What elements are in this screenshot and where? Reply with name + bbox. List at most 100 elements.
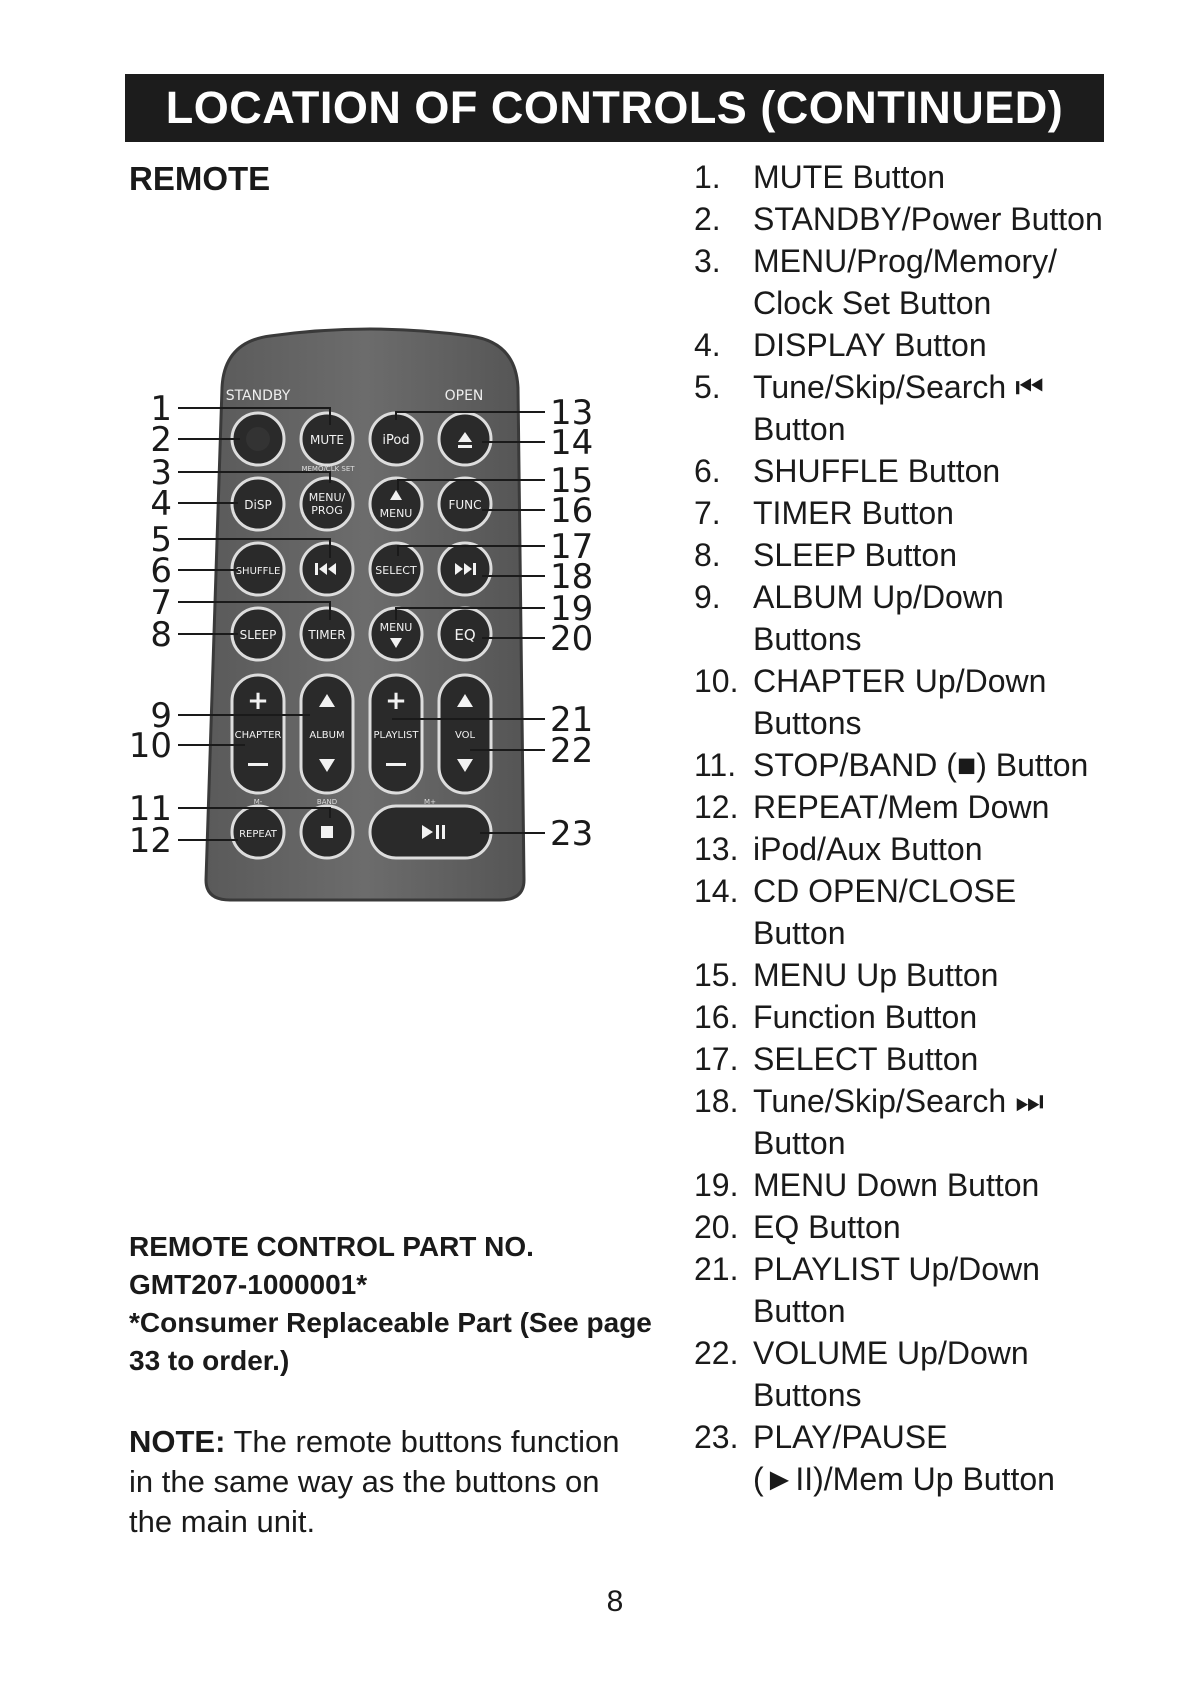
- svg-text:SHUFFLE: SHUFFLE: [236, 566, 281, 577]
- album-button[interactable]: ALBUM: [299, 673, 355, 795]
- menu-prog-button[interactable]: MENU/ PROG: [299, 476, 355, 532]
- repeat-button[interactable]: REPEAT: [230, 804, 286, 860]
- part-info-line: *Consumer Replaceable Part (See page: [129, 1307, 652, 1338]
- control-description: Buttons: [753, 705, 862, 741]
- timer-button[interactable]: TIMER: [299, 606, 355, 662]
- control-description: TIMER Button: [753, 495, 954, 531]
- control-description: Function Button: [753, 999, 978, 1035]
- volume-button[interactable]: VOL: [437, 673, 493, 795]
- control-description: DISPLAY Button: [753, 327, 987, 363]
- control-item: 17.SELECT Button: [694, 1038, 1164, 1080]
- eq-button[interactable]: EQ: [437, 606, 493, 662]
- control-description: SELECT Button: [753, 1041, 979, 1077]
- control-description: STANDBY/Power Button: [753, 201, 1103, 237]
- part-info-line: REMOTE CONTROL PART NO.: [129, 1231, 534, 1262]
- control-number: 16.: [694, 999, 739, 1035]
- control-number: 22.: [694, 1335, 739, 1371]
- control-number: 3.: [694, 243, 721, 279]
- svg-text:MUTE: MUTE: [310, 433, 344, 447]
- control-item: 5.Tune/Skip/Search ⏮Button: [694, 366, 1164, 450]
- svg-text:MENU: MENU: [380, 621, 413, 634]
- play-pause-button[interactable]: [368, 804, 493, 860]
- open-label: OPEN: [445, 388, 484, 404]
- callout-15: 15: [550, 461, 593, 501]
- control-number: 4.: [694, 327, 721, 363]
- control-number: 7.: [694, 495, 721, 531]
- control-description: Button: [753, 915, 846, 951]
- menu-down-button[interactable]: MENU: [368, 606, 424, 662]
- display-button[interactable]: DiSP: [230, 476, 286, 532]
- mem-up-label: M+: [424, 798, 436, 806]
- plus-icon: +: [385, 686, 407, 716]
- func-button[interactable]: FUNC: [437, 476, 493, 532]
- control-description: MUTE Button: [753, 159, 946, 195]
- control-item: 6.SHUFFLE Button: [694, 450, 1164, 492]
- menu-up-button[interactable]: MENU: [368, 476, 424, 532]
- control-description: PLAY/PAUSE: [753, 1419, 948, 1455]
- sleep-button[interactable]: SLEEP: [230, 606, 286, 662]
- title-bar: LOCATION OF CONTROLS (CONTINUED): [125, 74, 1104, 142]
- callout-9: 9: [150, 696, 172, 736]
- callout-17: 17: [550, 527, 593, 567]
- ipod-button[interactable]: iPod: [368, 411, 424, 467]
- svg-text:MENU: MENU: [380, 507, 413, 520]
- control-description: Buttons: [753, 1377, 862, 1413]
- control-number: 21.: [694, 1251, 739, 1287]
- part-info-line: 33 to order.): [129, 1345, 290, 1376]
- standby-label: STANDBY: [226, 388, 291, 404]
- arrow-down-icon: [319, 759, 335, 772]
- shuffle-button[interactable]: SHUFFLE: [230, 541, 286, 597]
- callout-18: 18: [550, 557, 593, 597]
- control-number: 8.: [694, 537, 721, 573]
- control-description: REPEAT/Mem Down: [753, 789, 1050, 825]
- playlist-button[interactable]: + PLAYLIST: [368, 673, 424, 795]
- mute-button[interactable]: MUTE: [299, 411, 355, 467]
- control-number: 12.: [694, 789, 739, 825]
- svg-text:PROG: PROG: [311, 504, 342, 517]
- standby-button[interactable]: [230, 411, 286, 467]
- note: NOTE: The remote buttons function in the…: [129, 1422, 689, 1542]
- page-number: 8: [606, 1585, 624, 1618]
- callout-14: 14: [550, 423, 593, 463]
- svg-text:TIMER: TIMER: [307, 628, 345, 642]
- callout-13: 13: [550, 393, 593, 433]
- control-number: 18.: [694, 1083, 739, 1119]
- callout-7: 7: [150, 583, 172, 623]
- chapter-button[interactable]: + CHAPTER: [230, 673, 286, 795]
- callout-10: 10: [129, 726, 172, 766]
- arrow-down-icon: [457, 759, 473, 772]
- svg-text:SELECT: SELECT: [375, 564, 417, 577]
- part-info-line: GMT207-1000001*: [129, 1269, 368, 1300]
- control-description: CHAPTER Up/Down: [753, 663, 1047, 699]
- control-description: PLAYLIST Up/Down: [753, 1251, 1040, 1287]
- callout-19: 19: [550, 589, 593, 629]
- control-number: 15.: [694, 957, 739, 993]
- callout-20: 20: [550, 619, 593, 659]
- control-item: 18.Tune/Skip/Search ⏭Button: [694, 1080, 1164, 1164]
- control-description: Clock Set Button: [753, 285, 992, 321]
- callout-5: 5: [150, 520, 172, 560]
- svg-text:CHAPTER: CHAPTER: [235, 730, 282, 741]
- clock-set-label: MEMO/CLK SET: [301, 465, 355, 473]
- control-description: EQ Button: [753, 1209, 901, 1245]
- skip-back-button[interactable]: [299, 541, 355, 597]
- svg-text:MENU/: MENU/: [309, 491, 346, 504]
- select-button[interactable]: SELECT: [368, 541, 424, 597]
- control-number: 23.: [694, 1419, 739, 1455]
- skip-forward-button[interactable]: [437, 541, 493, 597]
- control-description: VOLUME Up/Down: [753, 1335, 1029, 1371]
- arrow-down-icon: [390, 638, 402, 648]
- note-label: NOTE:: [129, 1424, 226, 1459]
- remote-illustration: STANDBY OPEN MEMO/CLK SET MUTE iPod DiSP: [129, 327, 593, 902]
- control-description: Tune/Skip/Search ⏮: [753, 369, 1044, 405]
- arrow-up-icon: [390, 490, 402, 500]
- svg-text:DiSP: DiSP: [244, 498, 271, 512]
- minus-icon: [248, 763, 268, 766]
- stop-band-button[interactable]: [299, 804, 355, 860]
- arrow-up-icon: [319, 694, 335, 707]
- stop-icon: [321, 826, 333, 838]
- callout-leaders: [178, 407, 545, 841]
- open-close-button[interactable]: [437, 411, 493, 467]
- control-number: 11.: [694, 747, 737, 783]
